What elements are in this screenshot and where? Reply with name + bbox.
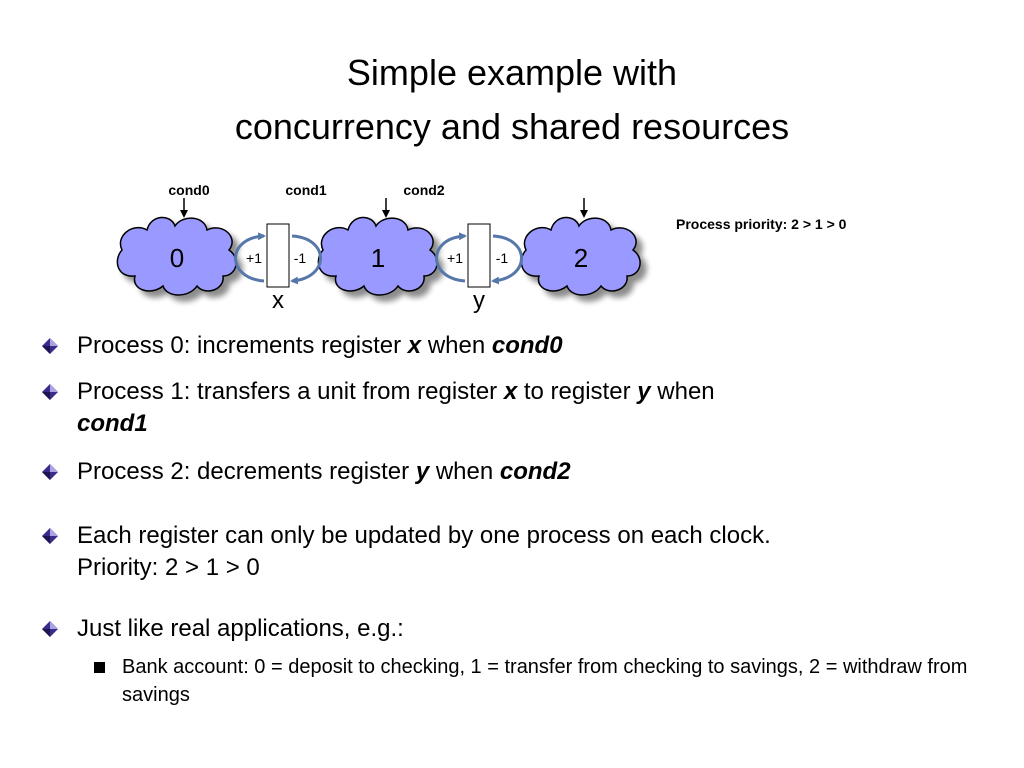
slide-title: Simple example with concurrency and shar… xyxy=(0,46,1024,154)
decrement-x-arrow xyxy=(290,234,322,285)
process-2-label: 2 xyxy=(574,243,588,273)
cond0-label: cond0 xyxy=(168,182,209,198)
process-diagram: cond0 cond1 cond2 0 1 2 x y +1 -1 +1 -1 xyxy=(116,182,641,314)
process-1-label: 1 xyxy=(371,243,385,273)
decrement-y-label: -1 xyxy=(496,250,509,266)
sub-bullet-bank-account: Bank account: 0 = deposit to checking, 1… xyxy=(77,653,990,709)
increment-y-label: +1 xyxy=(447,250,463,266)
bullet-list: Process 0: increments register x when co… xyxy=(40,330,990,709)
register-y-box xyxy=(467,223,491,288)
process-2-cloud xyxy=(520,216,641,296)
purple-diamond-bullet-icon xyxy=(42,384,58,400)
decrement-x-label: -1 xyxy=(294,250,307,266)
increment-x-arrow xyxy=(234,232,266,283)
purple-diamond-bullet-icon xyxy=(42,464,58,480)
title-line-2: concurrency and shared resources xyxy=(234,106,790,147)
cond2-label: cond2 xyxy=(403,182,444,198)
purple-diamond-bullet-icon xyxy=(42,621,58,637)
bullet-process-0: Process 0: increments register x when co… xyxy=(40,330,990,362)
bullet-register-rule: Each register can only be updated by one… xyxy=(40,520,990,584)
register-x-label: x xyxy=(272,287,284,314)
purple-diamond-bullet-icon xyxy=(42,338,58,354)
bullet-process-1: Process 1: transfers a unit from registe… xyxy=(40,376,990,440)
register-y-label: y xyxy=(473,287,485,314)
process-0-label: 0 xyxy=(170,243,184,273)
bullet-process-2: Process 2: decrements register y when co… xyxy=(40,456,990,488)
decrement-y-arrow xyxy=(491,234,523,285)
increment-x-label: +1 xyxy=(246,250,262,266)
cond1-label: cond1 xyxy=(285,182,326,198)
black-square-bullet-icon xyxy=(94,662,105,673)
purple-diamond-bullet-icon xyxy=(42,528,58,544)
title-line-1: Simple example with xyxy=(346,52,678,93)
register-x-box xyxy=(266,223,290,288)
increment-y-arrow xyxy=(435,232,467,283)
bullet-real-applications: Just like real applications, e.g.: Bank … xyxy=(40,613,990,709)
priority-note: Process priority: 2 > 1 > 0 xyxy=(676,216,847,232)
